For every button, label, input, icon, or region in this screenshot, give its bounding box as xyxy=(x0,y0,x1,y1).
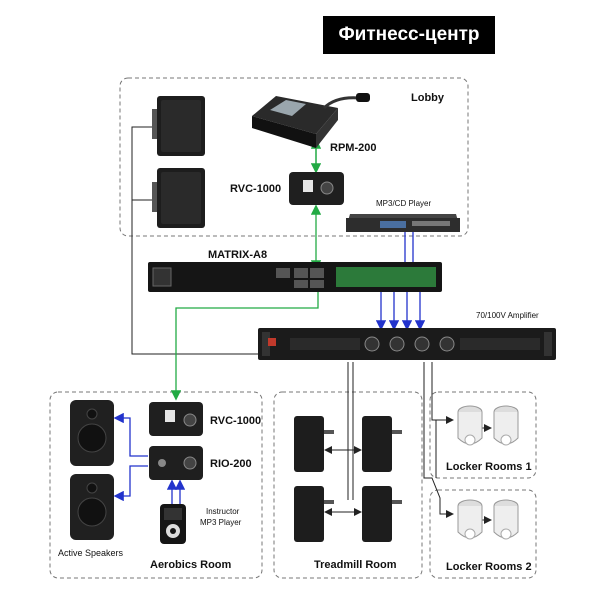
zone-locker1-box xyxy=(429,391,537,479)
rvc-1000-aerobics-device xyxy=(149,402,203,436)
treadmill-speaker-3 xyxy=(294,486,334,542)
mp3cd-player-device xyxy=(346,214,460,232)
zone-locker1-label: Locker Rooms 1 xyxy=(446,461,532,473)
instructor-label-2: MP3 Player xyxy=(200,518,242,527)
rio-200-device xyxy=(149,446,203,480)
lobby-speaker-wiring xyxy=(131,126,262,355)
control-wiring-green xyxy=(170,138,322,401)
rpm-200-device xyxy=(252,93,370,148)
treadmill-wiring xyxy=(324,446,362,516)
lobby-speaker-1 xyxy=(152,96,205,156)
zone-lobby-box xyxy=(119,77,469,237)
treadmill-speaker-2 xyxy=(362,416,402,472)
locker1-speaker-2 xyxy=(493,405,519,446)
rvc-1000-aerobics-label: RVC-1000 xyxy=(210,415,261,427)
treadmill-speaker-4 xyxy=(362,486,402,542)
instructor-label-1: Instructor xyxy=(206,507,240,516)
instructor-mp3-device xyxy=(160,504,186,544)
lobby-speaker-2 xyxy=(152,168,205,228)
matrix-a8-label: MATRIX-A8 xyxy=(208,249,267,261)
rvc-1000-lobby-device xyxy=(289,172,344,205)
rio-200-label: RIO-200 xyxy=(210,458,252,470)
zone-aerobics-label: Aerobics Room xyxy=(150,559,232,571)
locker2-speaker-1 xyxy=(457,499,483,540)
mp3cd-label: MP3/CD Player xyxy=(376,199,431,208)
zone-lobby-label: Lobby xyxy=(411,92,445,104)
treadmill-speaker-1 xyxy=(294,416,334,472)
active-speaker-1 xyxy=(70,400,114,466)
amp-output-wiring xyxy=(347,362,454,518)
rpm-200-label: RPM-200 xyxy=(330,142,376,154)
locker2-speaker-2 xyxy=(493,499,519,540)
zone-aerobics-box xyxy=(49,391,263,579)
active-speaker-2 xyxy=(70,474,114,540)
active-speakers-label: Active Speakers xyxy=(58,548,124,558)
matrix-a8-device xyxy=(148,262,442,292)
zone-locker2-box xyxy=(429,489,537,579)
amplifier-device xyxy=(258,328,556,360)
locker1-speaker-1 xyxy=(457,405,483,446)
zone-locker2-label: Locker Rooms 2 xyxy=(446,561,532,573)
zone-treadmill-label: Treadmill Room xyxy=(314,559,397,571)
rvc-1000-lobby-label: RVC-1000 xyxy=(230,183,281,195)
page-title: Фитнесс-центр xyxy=(323,16,495,54)
amplifier-label: 70/100V Amplifier xyxy=(476,311,539,320)
